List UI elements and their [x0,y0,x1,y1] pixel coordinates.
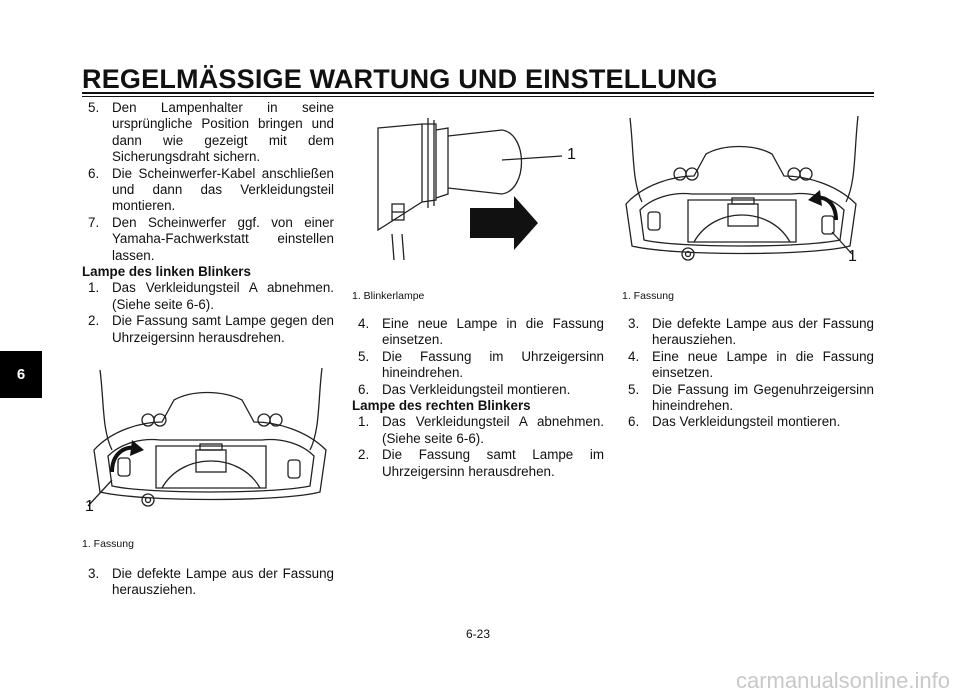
page-number: 6-23 [466,627,491,641]
list-item: 5.Die Fassung im Uhrzeigersinn hineindre… [358,348,604,381]
headlight-figure-right [625,115,859,261]
list-item: 5.Die Fassung im Gegenuhrzeigersinn hine… [628,381,874,414]
list-item: 1.Das Verkleidungsteil A abnehmen. (Sieh… [88,280,334,312]
list-item: 6.Die Scheinwerfer-Kabel anschließen und… [88,165,334,214]
title-rule-thin [82,96,874,97]
list-item: 2.Die Fassung samt Lampe gegen den Uhrze… [88,313,334,345]
headlight-figure-left [87,367,327,507]
steps-list-3: 4.Eine neue Lampe in die Fassung einsetz… [352,316,604,398]
bulb-figure [377,118,563,261]
figure-caption: 1. Blinkerlampe [352,290,425,302]
steps-list-4: 1.Das Verkleidungsteil A abnehmen. (Sieh… [352,414,604,480]
steps-list-1: 5.Den Lampenhalter in seine ursprünglich… [82,100,334,264]
figure-label: 1 [848,248,857,265]
figure-caption: 1. Fassung [622,290,674,302]
list-item: 6.Das Verkleidungsteil montieren. [628,414,841,430]
list-item: 5.Den Lampenhalter in seine ursprünglich… [88,100,334,165]
column-1-bottom: 3.Die defekte Lampe aus der Fassung hera… [82,566,334,599]
section-heading-left-blinker: Lampe des linken Blinkers [82,264,251,280]
watermark: carmanualsonline.info [735,668,950,693]
page-title: REGELMÄSSIGE WARTUNG UND EINSTELLUNG [82,64,718,94]
list-item: 2.Die Fassung samt Lampe im Uhrzeigersin… [358,447,604,479]
chapter-tab: 6 [0,351,42,398]
list-item: 3.Die defekte Lampe aus der Fassung hera… [88,566,334,598]
column-1: 5.Den Lampenhalter in seine ursprünglich… [82,100,334,346]
list-item: 1.Das Verkleidungsteil A abnehmen. (Sieh… [358,414,604,446]
steps-list-2: 1.Das Verkleidungsteil A abnehmen. (Sieh… [82,280,334,346]
title-rule [82,92,874,94]
list-item: 6.Das Verkleidungsteil montieren. [358,381,571,397]
list-item: 3.Die defekte Lampe aus der Fassung hera… [628,316,874,348]
figure-label: 1 [567,146,576,163]
column-3: 3.Die defekte Lampe aus der Fassung hera… [622,316,874,431]
section-heading-right-blinker: Lampe des rechten Blinkers [352,398,531,414]
list-item: 4.Eine neue Lampe in die Fassung einsetz… [628,348,874,381]
figure-label: 1 [85,498,94,515]
list-item: 4.Eine neue Lampe in die Fassung einsetz… [358,316,604,348]
figure-caption: 1. Fassung [82,538,134,550]
list-item: 7.Den Scheinwerfer ggf. von einer Yamaha… [88,214,334,263]
column-2: 4.Eine neue Lampe in die Fassung einsetz… [352,316,604,480]
